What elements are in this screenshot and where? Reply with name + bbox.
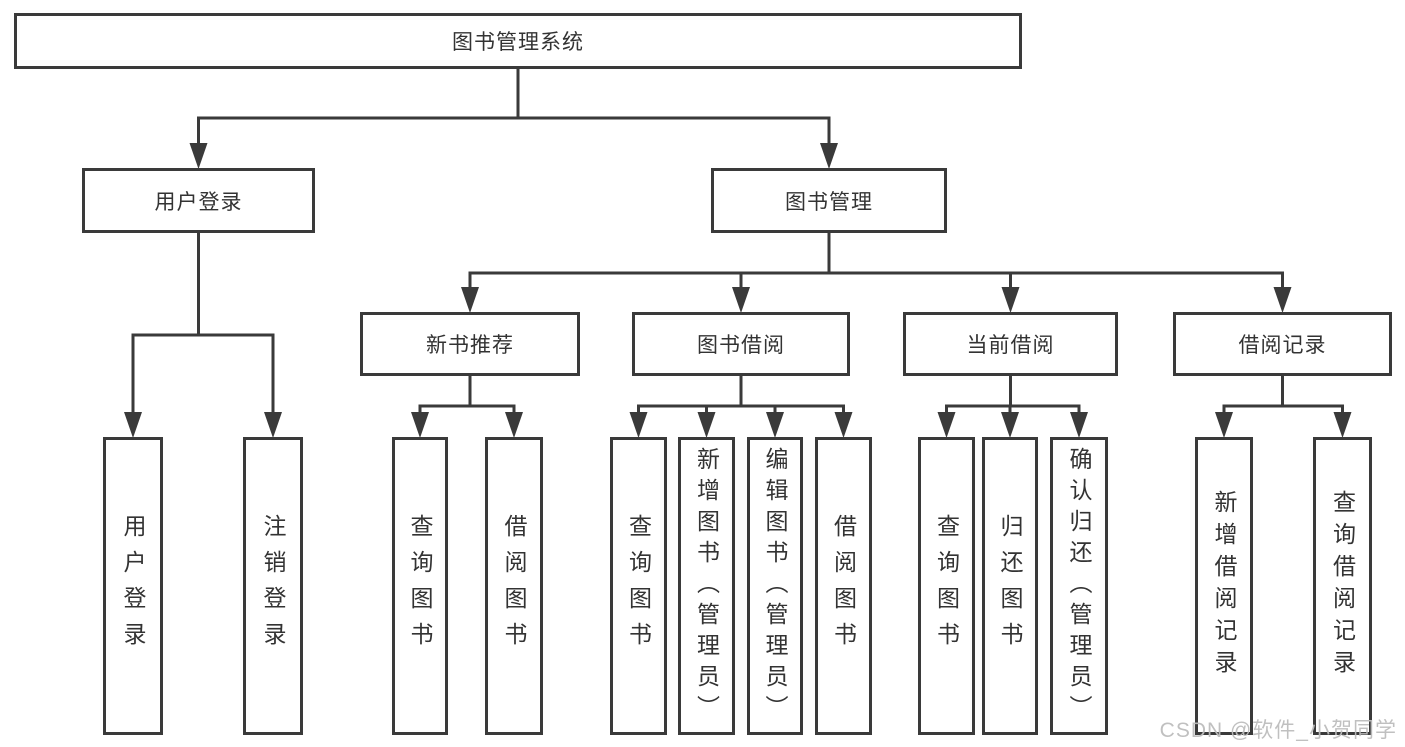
node-label: 新增图书（管理员）: [693, 447, 720, 726]
arrowhead-icon: [1333, 412, 1352, 438]
node-label: 查询图书: [625, 514, 652, 658]
node-book-borrow: 图书借阅: [632, 312, 850, 376]
arrowhead-icon: [264, 412, 282, 438]
node-label: 图书借阅: [697, 334, 785, 357]
arrowhead-icon: [834, 412, 853, 438]
node-label: 查询借阅记录: [1329, 490, 1356, 682]
node-label: 确认归还（管理员）: [1066, 447, 1092, 726]
node-current-borrow: 当前借阅: [903, 312, 1118, 376]
arrowhead-icon: [697, 412, 716, 438]
arrowhead-icon: [411, 412, 429, 438]
node-leaf-query-book-3: 查询图书: [918, 437, 975, 735]
node-new-book-rec: 新书推荐: [360, 312, 580, 376]
node-label: 借阅记录: [1238, 334, 1327, 357]
arrowhead-icon: [1001, 287, 1020, 313]
node-leaf-add-record: 新增借阅记录: [1195, 437, 1253, 735]
node-borrow-records: 借阅记录: [1173, 312, 1392, 376]
node-label: 借阅图书: [830, 514, 857, 658]
arrowhead-icon: [505, 412, 523, 438]
node-leaf-logout: 注销登录: [243, 437, 303, 735]
node-leaf-add-book: 新增图书（管理员）: [678, 437, 735, 735]
node-label: 图书管理系统: [452, 31, 584, 54]
node-leaf-confirm-return: 确认归还（管理员）: [1050, 437, 1108, 735]
node-leaf-query-record: 查询借阅记录: [1313, 437, 1372, 735]
arrowhead-icon: [937, 412, 956, 438]
arrowhead-icon: [820, 143, 838, 169]
node-leaf-query-book-1: 查询图书: [392, 437, 448, 735]
node-book-manage: 图书管理: [711, 168, 947, 233]
node-leaf-borrow-book-2: 借阅图书: [815, 437, 872, 735]
node-label: 新书推荐: [426, 334, 514, 357]
node-label: 查询图书: [933, 514, 960, 658]
node-label: 查询图书: [407, 514, 433, 658]
node-label: 用户登录: [120, 514, 146, 658]
node-label: 归还图书: [997, 514, 1023, 658]
arrowhead-icon: [766, 412, 784, 438]
node-leaf-edit-book: 编辑图书（管理员）: [747, 437, 803, 735]
node-label: 用户登录: [154, 190, 243, 214]
node-leaf-query-book-2: 查询图书: [610, 437, 667, 735]
arrowhead-icon: [629, 412, 648, 438]
node-root: 图书管理系统: [14, 13, 1022, 69]
watermark: CSDN @软件_小贺同学: [1159, 719, 1397, 742]
arrowhead-icon: [189, 143, 208, 169]
node-leaf-user-login: 用户登录: [103, 437, 163, 735]
node-leaf-return-book: 归还图书: [982, 437, 1038, 735]
arrowhead-icon: [124, 412, 142, 438]
arrowhead-icon: [1001, 412, 1019, 438]
node-label: 图书管理: [785, 190, 873, 214]
arrowhead-icon: [461, 287, 479, 313]
arrowhead-icon: [1215, 412, 1233, 438]
node-label: 注销登录: [260, 514, 286, 658]
node-label: 新增借阅记录: [1211, 490, 1237, 682]
node-label: 借阅图书: [501, 514, 527, 658]
node-label: 编辑图书（管理员）: [762, 447, 788, 726]
node-user-login: 用户登录: [82, 168, 315, 233]
arrowhead-icon: [732, 287, 750, 313]
node-leaf-borrow-book-1: 借阅图书: [485, 437, 543, 735]
node-label: 当前借阅: [966, 334, 1055, 357]
arrowhead-icon: [1070, 412, 1088, 438]
arrowhead-icon: [1273, 287, 1292, 313]
